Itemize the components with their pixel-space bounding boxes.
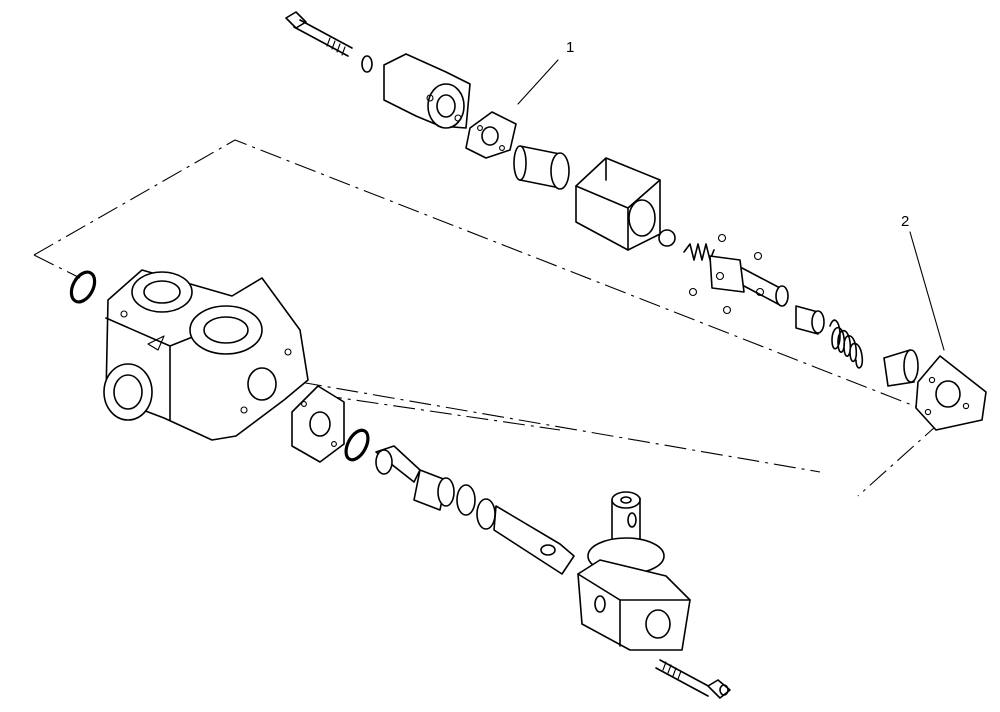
poppet [709,255,789,307]
assembly-guide-lines [33,139,947,497]
lock-washer [361,55,373,73]
cap-screw-bottom [655,659,731,699]
o-ring-left [69,270,97,304]
large-spring [829,319,864,369]
cap-screw-top [285,11,353,57]
spring-retainer [883,349,919,387]
detent-balls [688,233,765,315]
end-plate [915,355,987,431]
leader-lines [517,59,945,351]
end-cap-body [383,53,471,129]
o-ring-middle [344,428,370,462]
callout-2: 2 [901,213,909,230]
spring-seat [795,305,825,335]
spool [375,445,575,575]
check-ball [658,229,676,247]
handle-bracket [577,491,691,651]
main-valve-body [103,269,309,441]
gasket-plate-top [465,111,517,159]
valve-block [575,157,661,251]
callout-1: 1 [566,39,574,56]
sleeve [513,145,570,190]
gasket-plate-middle [291,385,345,463]
